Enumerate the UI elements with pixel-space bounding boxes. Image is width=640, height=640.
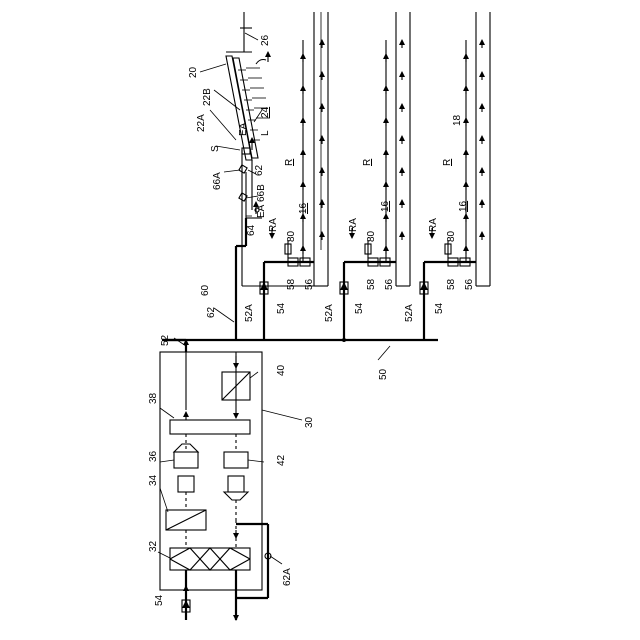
label-22B: 22B: [202, 88, 213, 106]
label-66A: 66A: [212, 172, 223, 190]
label-58-2: 58: [366, 278, 377, 290]
label-52: 52: [160, 334, 171, 346]
label-34: 34: [148, 474, 159, 486]
label-24: 24: [260, 106, 271, 118]
leader-lines: [158, 33, 390, 564]
label-16-3: 16: [458, 200, 469, 212]
floor-slab-3: [476, 12, 490, 286]
label-R-1: R: [284, 159, 295, 166]
label-16-1: 16: [298, 202, 309, 214]
air-handling-unit-30: [160, 340, 271, 620]
label-80-3: 80: [446, 230, 457, 242]
label-54-2: 54: [354, 302, 365, 314]
label-30: 30: [304, 416, 315, 428]
label-EA-top: EA: [238, 122, 249, 136]
label-80-2: 80: [366, 230, 377, 242]
reference-labels: 26 20 22B 22A 24 EA L S 66A 62 66B EA 64…: [148, 34, 475, 606]
label-62-lower: 62: [206, 306, 217, 318]
label-64: 64: [246, 224, 257, 236]
label-58-1: 58: [286, 278, 297, 290]
label-36: 36: [148, 450, 159, 462]
floor-slab-2: [396, 12, 410, 286]
label-54-inlet: 54: [154, 594, 165, 606]
label-56-3: 56: [464, 278, 475, 290]
label-50: 50: [378, 368, 389, 380]
label-40: 40: [276, 364, 287, 376]
label-RA-3: RA: [428, 218, 439, 232]
label-54-3: 54: [434, 302, 445, 314]
label-80-1: 80: [286, 230, 297, 242]
label-54-1: 54: [276, 302, 287, 314]
label-66B: 66B: [256, 184, 267, 202]
label-56-2: 56: [384, 278, 395, 290]
label-62A: 62A: [282, 568, 293, 586]
label-EA-mid: EA: [256, 204, 267, 218]
label-62-upper: 62: [254, 164, 265, 176]
label-16-2: 16: [380, 200, 391, 212]
label-56-1: 56: [304, 278, 315, 290]
label-L: L: [260, 130, 271, 136]
label-32: 32: [148, 540, 159, 552]
label-22A: 22A: [196, 114, 207, 132]
label-38: 38: [148, 392, 159, 404]
label-S: S: [210, 145, 221, 152]
label-RA-2: RA: [348, 218, 359, 232]
label-RA-1: RA: [268, 218, 279, 232]
label-52A-2: 52A: [324, 304, 335, 322]
label-26: 26: [260, 34, 271, 46]
label-60: 60: [200, 284, 211, 296]
label-52A-3: 52A: [404, 304, 415, 322]
label-42: 42: [276, 454, 287, 466]
label-18: 18: [452, 114, 463, 126]
label-52A-1: 52A: [244, 304, 255, 322]
floor-slab-1: [314, 12, 328, 286]
label-58-3: 58: [446, 278, 457, 290]
room-airflow-arrows: [303, 40, 482, 254]
label-R-3: R: [442, 159, 453, 166]
label-R-2: R: [362, 159, 373, 166]
label-20: 20: [188, 66, 199, 78]
